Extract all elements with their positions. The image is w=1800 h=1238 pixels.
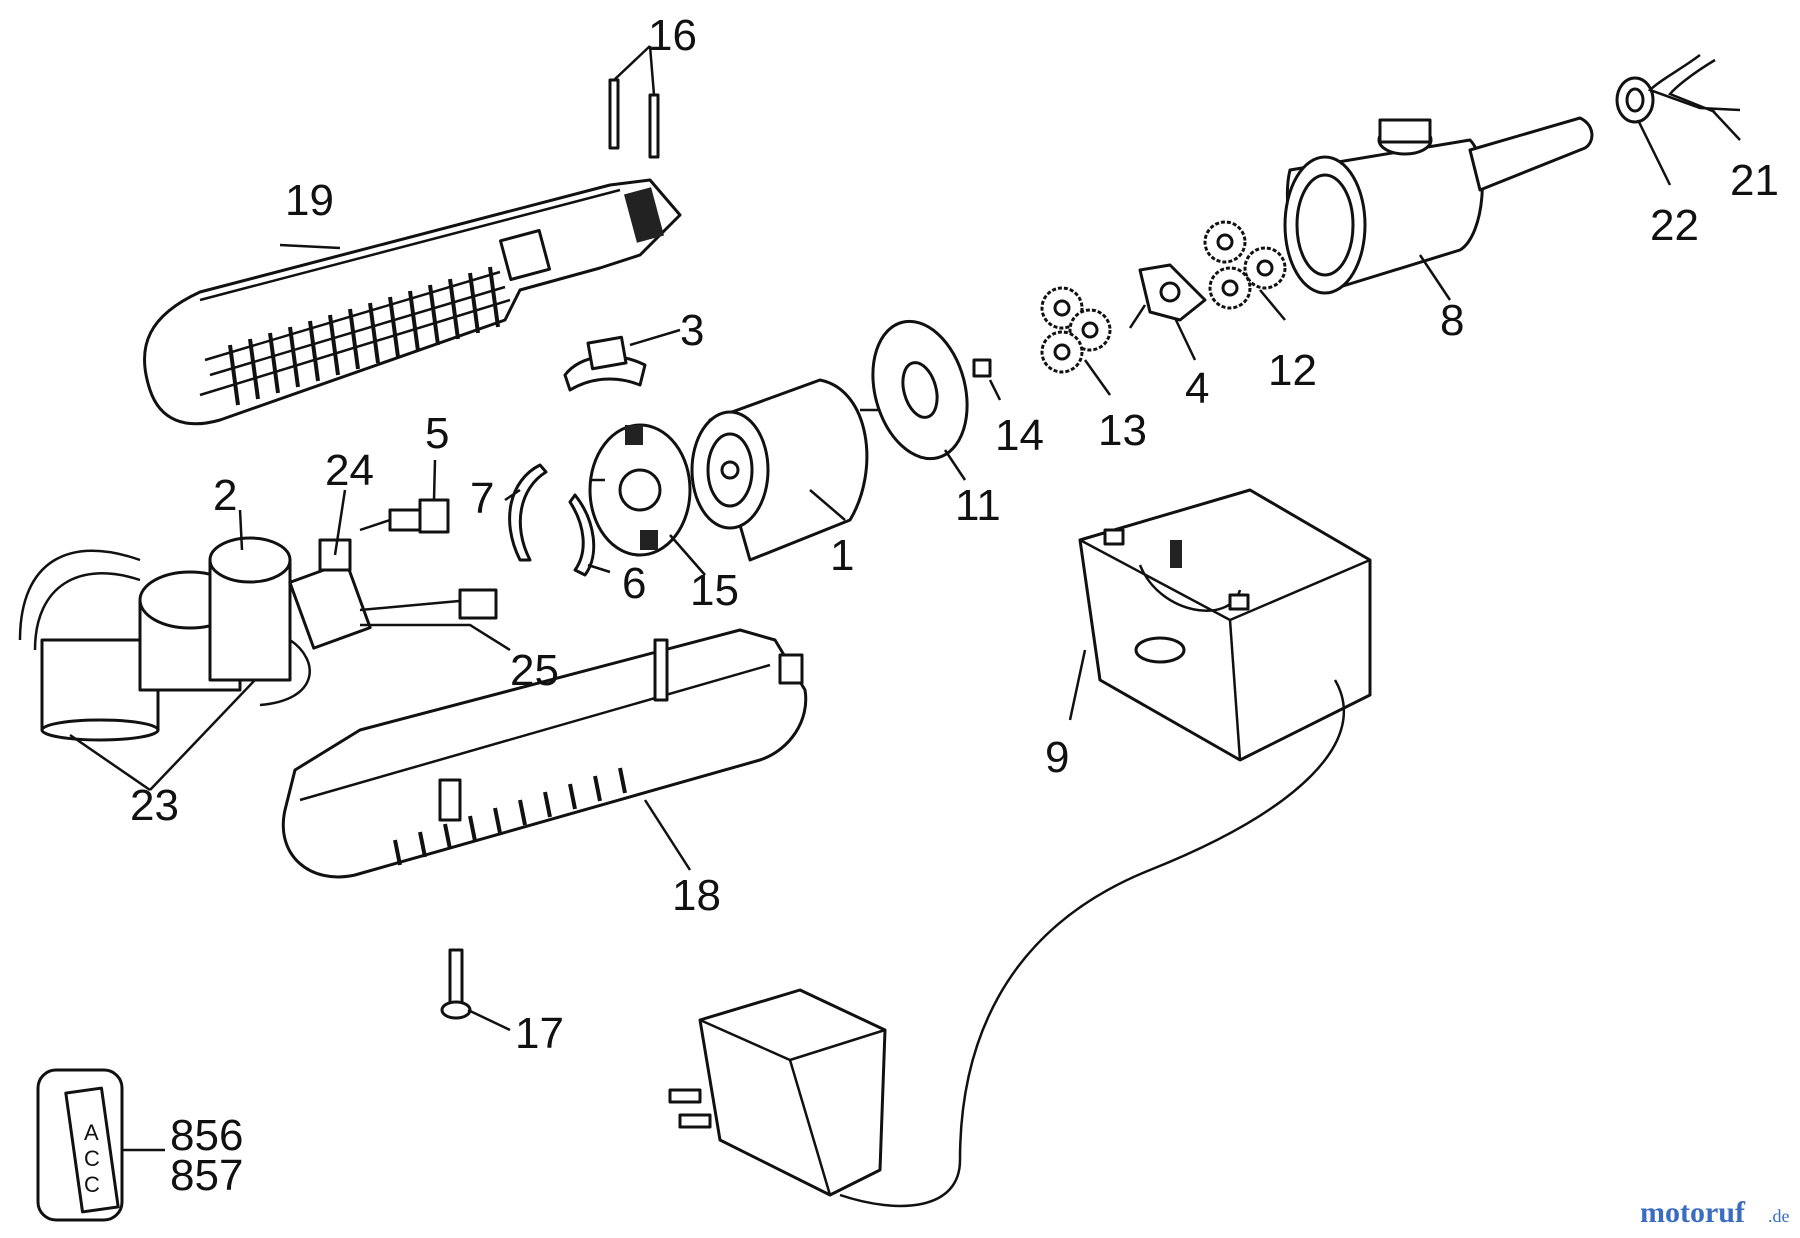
part-label-19: 19 <box>285 176 334 225</box>
pinion-14-drawing <box>972 358 1002 401</box>
screw-17-drawing <box>440 948 511 1032</box>
planet-carrier-4-drawing <box>1128 263 1207 361</box>
switch-connector-5-drawing <box>359 459 450 534</box>
part-label-25: 25 <box>510 646 559 695</box>
ac-adapter-drawing <box>668 988 887 1197</box>
part-label-2: 2 <box>213 471 237 520</box>
part-label-17: 17 <box>515 1009 564 1058</box>
gearbox-housing-8-drawing <box>1283 116 1594 301</box>
accessory-box-drawing <box>36 1068 165 1222</box>
part-label-5: 5 <box>425 409 449 458</box>
part-label-12: 12 <box>1268 346 1317 395</box>
washer-11-drawing <box>871 319 969 481</box>
motor-1-drawing <box>690 378 885 562</box>
accessory-code-856: 856 <box>170 1111 243 1160</box>
part-label-15: 15 <box>690 566 739 615</box>
part-label-8: 8 <box>1440 296 1464 345</box>
contacts-6-7-drawing <box>504 463 611 577</box>
part-label-23: 23 <box>130 781 179 830</box>
part-label-4: 4 <box>1185 364 1209 413</box>
accessory-letter-3: C <box>84 1172 100 1197</box>
pins-16-drawing <box>608 45 660 159</box>
lower-housing-18-drawing <box>281 628 808 879</box>
part-label-16: 16 <box>648 11 697 60</box>
part-label-9: 9 <box>1045 733 1069 782</box>
part-label-22: 22 <box>1650 201 1699 250</box>
spring-clip-21-drawing <box>1647 53 1741 141</box>
part-label-1: 1 <box>830 531 854 580</box>
charger-base-9-drawing <box>1068 488 1372 762</box>
planet-gears-13-drawing <box>1040 286 1112 396</box>
accessory-code-857: 857 <box>170 1151 243 1200</box>
part-label-13: 13 <box>1098 406 1147 455</box>
brush-clip-3-drawing <box>563 328 681 392</box>
upper-housing-19-drawing <box>142 178 682 426</box>
switch-assembly-24-25-drawing <box>288 489 511 652</box>
part-label-18: 18 <box>672 871 721 920</box>
part-label-6: 6 <box>622 559 646 608</box>
part-label-21: 21 <box>1730 156 1779 205</box>
washer-22-drawing <box>1615 76 1672 186</box>
accessory-letter-2: C <box>84 1146 100 1171</box>
accessory-letter-1: A <box>84 1120 99 1145</box>
planet-gears-12-drawing <box>1203 220 1287 321</box>
part-label-11: 11 <box>955 481 1001 530</box>
part-label-14: 14 <box>995 411 1044 460</box>
part-label-7: 7 <box>470 474 494 523</box>
watermark-brand: motoruf <box>1640 1196 1746 1229</box>
brush-holder-15-drawing <box>588 423 706 576</box>
part-label-3: 3 <box>680 306 704 355</box>
watermark-tld: .de <box>1768 1206 1790 1226</box>
part-label-24: 24 <box>325 446 374 495</box>
battery-pack-23-drawing <box>18 509 311 792</box>
charger-cord-drawing <box>839 679 1346 1208</box>
